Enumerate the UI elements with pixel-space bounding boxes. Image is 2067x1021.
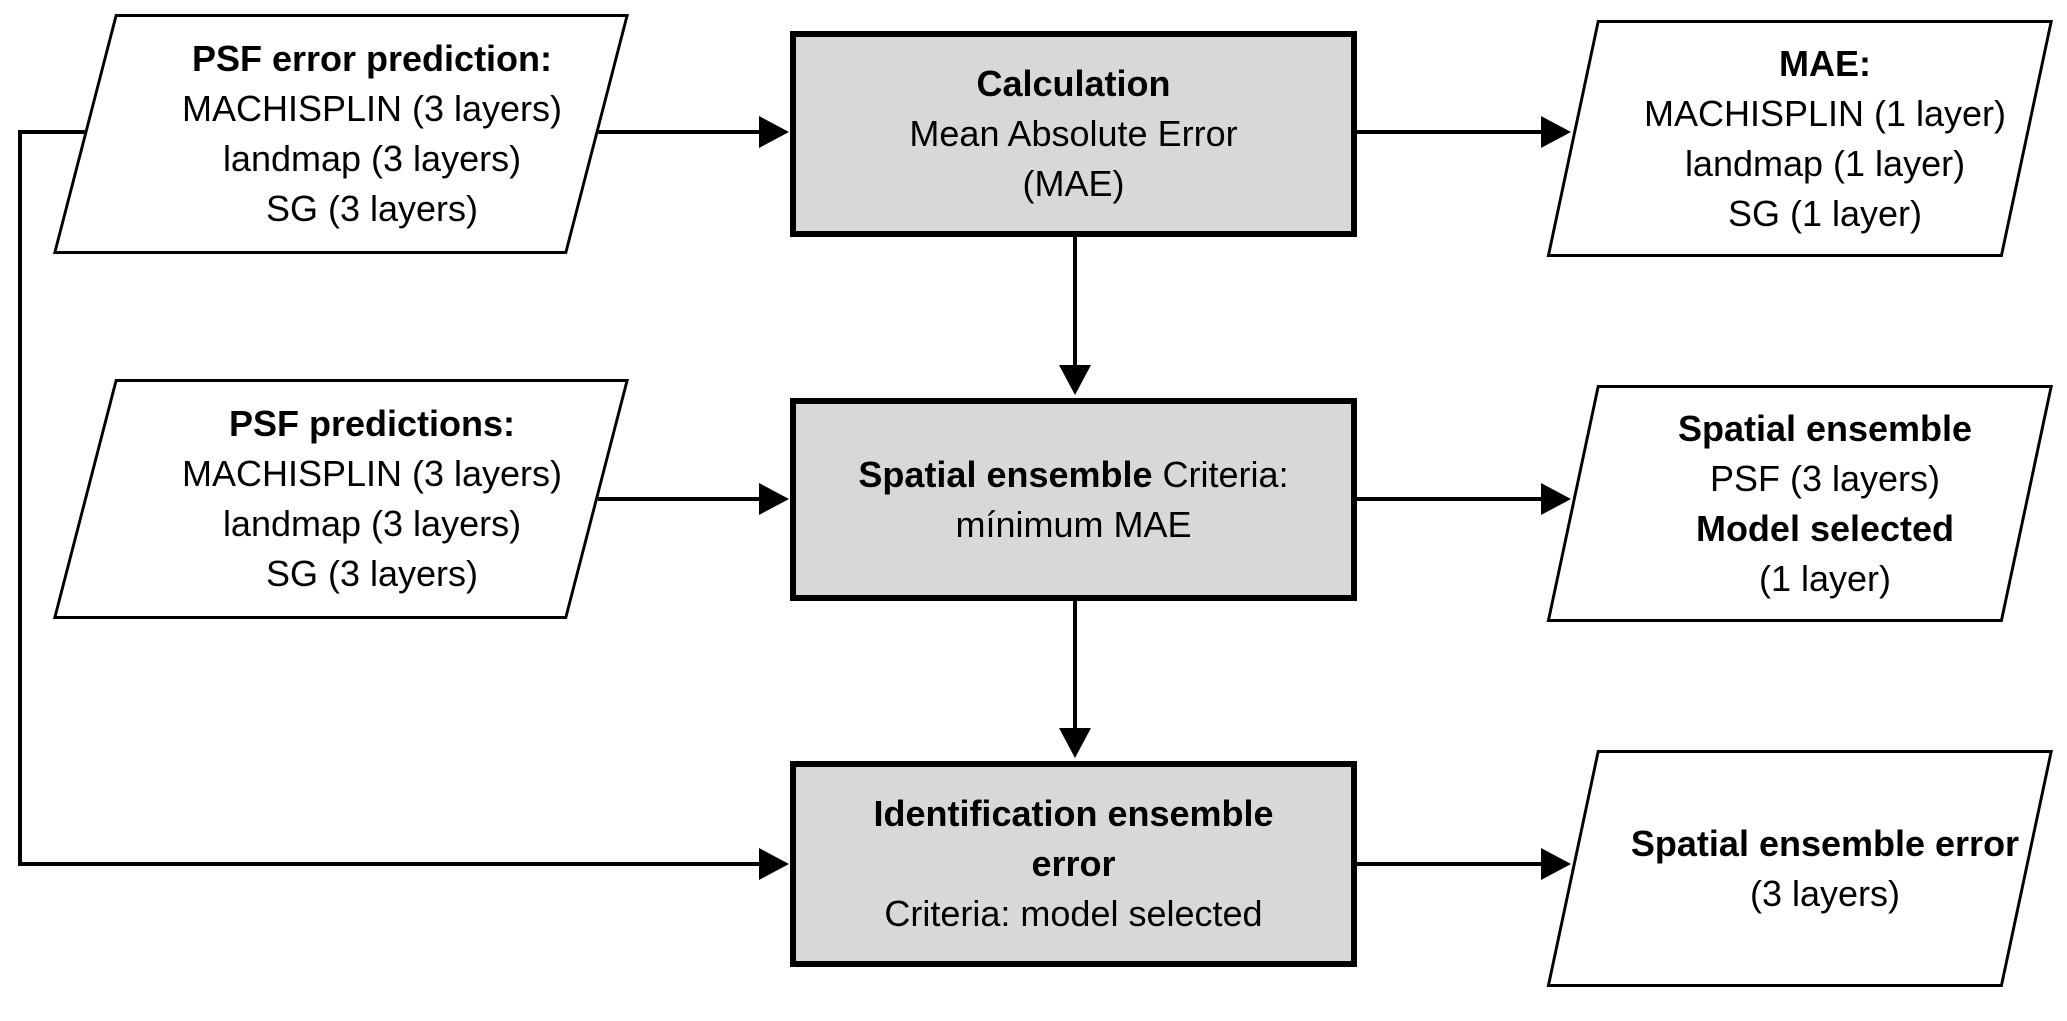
node-psf-predictions: PSF predictions: MACHISPLIN (3 layers) l… <box>52 379 630 619</box>
node-line: MACHISPLIN (3 layers) <box>181 453 563 494</box>
arrowhead-calculation-to-mae <box>1541 116 1571 148</box>
arrowhead-psf-error-to-identification <box>759 848 789 880</box>
node-calculation: Calculation Mean Absolute Error (MAE) <box>790 31 1357 237</box>
node-line: (3 layers) <box>1749 872 1901 914</box>
node-line: landmap (3 layers) <box>222 138 522 179</box>
node-line: SG (3 layers) <box>265 553 479 594</box>
node-line: (1 layer) <box>1758 557 1892 599</box>
node-title-bold: Spatial ensemble <box>858 453 1153 495</box>
node-spatial-ensemble-error: Spatial ensemble error (3 layers) <box>1546 750 2053 987</box>
node-line: landmap (1 layer) <box>1684 142 1966 184</box>
node-line: SG (1 layer) <box>1727 192 1923 234</box>
node-line: Spatial ensemble error <box>1630 822 2020 864</box>
node-psf-error-prediction: PSF error prediction: MACHISPLIN (3 laye… <box>52 14 630 254</box>
node-title: PSF error prediction: <box>191 38 553 79</box>
node-identification-ensemble-error: Identification ensemble error Criteria: … <box>790 761 1357 967</box>
node-title: error <box>1031 843 1116 884</box>
node-line: (MAE) <box>1022 163 1125 204</box>
arrowhead-psf-predictions-to-spatial <box>759 483 789 515</box>
node-title: Calculation <box>976 63 1171 104</box>
node-line: Mean Absolute Error <box>909 113 1238 154</box>
node-line: landmap (3 layers) <box>222 503 522 544</box>
node-spatial-ensemble: Spatial ensemble Criteria: mínimum MAE <box>790 398 1357 601</box>
node-title: MAE: <box>1779 42 1871 84</box>
node-title: Identification ensemble <box>873 793 1274 834</box>
node-line: SG (3 layers) <box>265 188 479 229</box>
node-line: Spatial ensemble <box>1677 407 1973 449</box>
node-spatial-ensemble-output: Spatial ensemble PSF (3 layers) Model se… <box>1546 385 2053 622</box>
node-title: PSF predictions: <box>228 403 516 444</box>
node-line: MACHISPLIN (3 layers) <box>181 88 563 129</box>
node-line: MACHISPLIN (1 layer) <box>1643 92 2007 134</box>
node-title: Spatial ensemble Criteria: <box>858 450 1288 500</box>
arrowhead-identification-to-error <box>1541 848 1571 880</box>
node-mae-output: MAE: MACHISPLIN (1 layer) landmap (1 lay… <box>1546 20 2053 257</box>
node-line: Model selected <box>1695 507 1955 549</box>
node-line: mínimum MAE <box>955 503 1192 545</box>
node-line: Criteria: model selected <box>884 893 1263 934</box>
node-title-regular: Criteria: <box>1152 453 1289 495</box>
arrowhead-calculation-to-spatial <box>1059 365 1091 395</box>
node-line: PSF (3 layers) <box>1709 457 1941 499</box>
arrowhead-spatial-to-identification <box>1059 728 1091 758</box>
arrowhead-psf-error-to-calculation <box>759 116 789 148</box>
arrow-psf-error-to-identification <box>18 130 761 866</box>
arrowhead-spatial-to-output <box>1541 483 1571 515</box>
